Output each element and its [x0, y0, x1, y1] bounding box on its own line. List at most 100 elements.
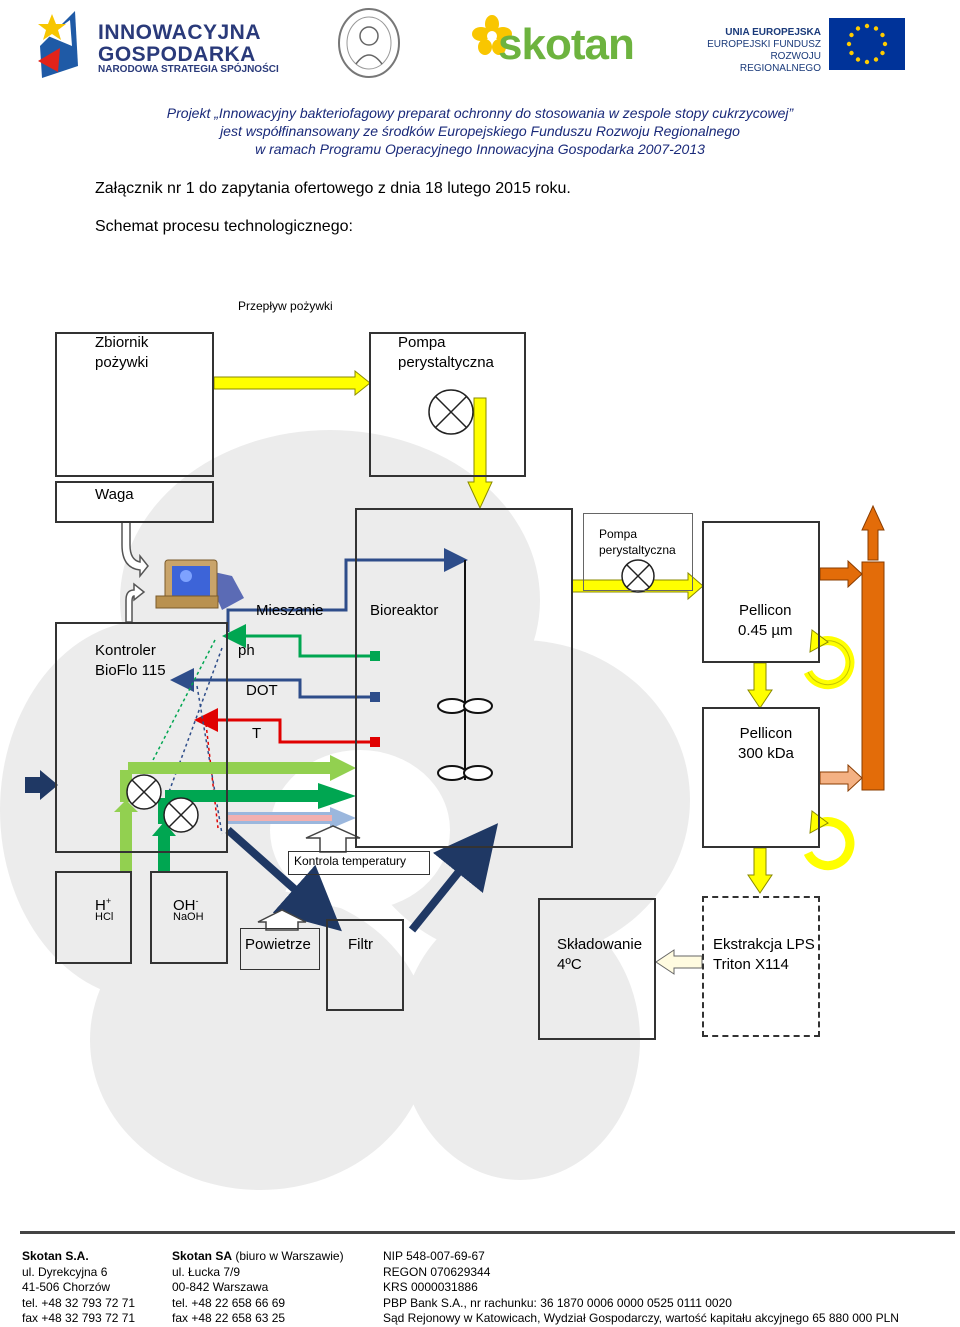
arrow-air-up	[257, 909, 307, 931]
footer-rule	[20, 1231, 955, 1234]
acid-main: H	[95, 897, 106, 914]
footer-col2-name-rest: (biuro w Warszawie)	[232, 1249, 344, 1263]
base-sup: -	[195, 896, 199, 906]
acid-sup: +	[105, 896, 112, 906]
nutrient-tank-box	[55, 332, 214, 477]
pellicon1-box	[702, 521, 820, 663]
project-info: Projekt „Innowacyjny bakteriofagowy prep…	[0, 104, 960, 158]
ig-title-line1: INNOWACYJNA	[98, 21, 262, 44]
yellow-arrow-pump-to-bioreactor	[467, 397, 493, 510]
pump-symbol-acid	[126, 774, 162, 810]
footer-col2-name: Skotan SA	[172, 1249, 233, 1263]
arrow-scale-to-controller	[121, 521, 149, 579]
storage-label: Składowanie 4ºC	[557, 936, 643, 973]
acid-label: H+	[95, 891, 111, 916]
temp-control-box	[288, 851, 430, 875]
arrow-temp-control-up	[305, 825, 361, 853]
controller-label: Kontroler BioFlo 115	[95, 642, 166, 679]
scale-box	[55, 481, 214, 523]
ue-line2: EUROPEJSKI FUNDUSZ	[707, 39, 821, 50]
footer-col2-address: ul. Łucka 7/9 00-842 Warszawa tel. +48 2…	[172, 1264, 286, 1326]
dotted-line-1	[151, 639, 216, 763]
stirrer-symbol	[437, 560, 493, 781]
air-box	[240, 928, 320, 970]
temp-control-label: Kontrola temperatury	[294, 854, 407, 868]
base-main: OH	[173, 897, 196, 914]
annex-line: Załącznik nr 1 do zapytania ofertowego z…	[95, 180, 571, 197]
pump1-label: Pompa perystaltyczna	[398, 334, 494, 371]
ue-logo-text: UNIA EUROPEJSKA EUROPEJSKI FUNDUSZ ROZWO…	[695, 27, 821, 75]
base-sub: NaOH	[173, 911, 204, 923]
salmon-arrow-from-pellicon2	[819, 763, 863, 793]
dotted-line-2	[165, 647, 223, 801]
yellow-recirculation-arrow-lower	[803, 817, 855, 871]
orange-return-column	[861, 561, 885, 791]
pump1-box	[369, 332, 526, 477]
pellicon2-label: Pellicon 300 kDa	[738, 725, 794, 762]
yellow-arrow-tank-to-pump	[213, 369, 371, 397]
pellicon1-label: Pellicon 0.45 µm	[738, 602, 793, 639]
footer-col1-address: ul. Dyrekcyjna 6 41-506 Chorzów tel. +48…	[22, 1264, 136, 1326]
blue-line-computer-to-bioreactor	[226, 548, 468, 632]
yellow-arrow-pellicon2-to-extraction	[747, 847, 773, 894]
project-line2: jest współfinansowany ze środków Europej…	[220, 123, 740, 139]
mixing-label: Mieszanie	[256, 602, 324, 619]
extraction-label: Ekstrakcja LPS Triton X114	[713, 936, 815, 973]
footer-col3: NIP 548-007-69-67 REGON 070629344 KRS 00…	[383, 1249, 899, 1325]
project-line1: Projekt „Innowacyjny bakteriofagowy prep…	[166, 105, 794, 121]
scale-label: Waga	[95, 486, 134, 503]
pump-symbol-base	[163, 797, 199, 833]
green-ph-line	[232, 634, 370, 658]
eu-flag-icon	[829, 18, 905, 70]
skotan-flower-icon	[472, 15, 512, 55]
green-arrow-naoh-up	[152, 822, 176, 872]
nutrient-tank-label: Zbiornik pożywki	[95, 334, 149, 371]
controller-box	[55, 622, 228, 853]
bioreactor-box	[355, 508, 573, 848]
temp-label: T	[252, 725, 262, 742]
ig-subtitle: NARODOWA STRATEGIA SPÓJNOŚCI	[98, 64, 279, 75]
innowacyjna-gospodarka-logo-icon	[38, 11, 78, 78]
red-temp-line	[212, 718, 370, 744]
arrow-extraction-to-storage	[655, 949, 703, 975]
orange-arrow-up	[861, 504, 885, 561]
project-line3: w ramach Programu Operacyjnego Innowacyj…	[255, 141, 705, 157]
schema-line: Schemat procesu technologicznego:	[95, 218, 353, 235]
footer-col1: Skotan S.A. ul. Dyrekcyjna 6 41-506 Chor…	[22, 1249, 135, 1327]
dot-label: DOT	[246, 682, 278, 699]
footer-col1-name: Skotan S.A.	[22, 1249, 89, 1263]
ue-line1: UNIA EUROPEJSKA	[725, 27, 821, 38]
pellicon2-box	[702, 707, 820, 848]
pump2-box	[583, 513, 693, 591]
bioreactor-label: Bioreaktor	[370, 602, 439, 619]
navy-dot-line	[180, 678, 370, 699]
navy-arrow-to-filter	[225, 827, 342, 932]
pump-symbol-2	[621, 559, 655, 593]
light-green-arrow-acid	[128, 755, 356, 781]
filter-label: Filtr	[348, 936, 373, 953]
base-label: OH-	[173, 891, 199, 916]
flow-label: Przepływ pożywki	[238, 299, 333, 313]
orange-arrow-to-pellicon1	[819, 559, 863, 589]
computer-icon	[155, 559, 244, 610]
ph-label: ph	[238, 642, 255, 659]
ue-line3: ROZWOJU REGIONALNEGO	[739, 51, 821, 74]
light-green-arrow-hcl-up	[114, 800, 138, 872]
navy-arrow-filter-to-bioreactor	[408, 823, 499, 933]
ig-title-line2: GOSPODARKA	[98, 43, 256, 66]
pump2-label: Pompa perystaltyczna	[599, 527, 676, 557]
yellow-arrow-pellicon1-to-pellicon2	[747, 662, 773, 709]
pan-institute-seal-icon	[338, 8, 400, 78]
storage-box	[538, 898, 656, 1040]
dotted-line-3	[196, 685, 223, 835]
filter-box	[326, 919, 404, 1011]
navy-input-arrow	[25, 770, 58, 800]
pump-symbol-1	[428, 389, 474, 435]
base-box	[150, 871, 228, 964]
footer-col2: Skotan SA (biuro w Warszawie) ul. Łucka …	[172, 1249, 344, 1327]
air-label: Powietrze	[245, 936, 311, 953]
green-arrow-base	[165, 783, 356, 809]
extraction-box	[702, 896, 820, 1037]
arrow-controller-up	[125, 582, 146, 623]
